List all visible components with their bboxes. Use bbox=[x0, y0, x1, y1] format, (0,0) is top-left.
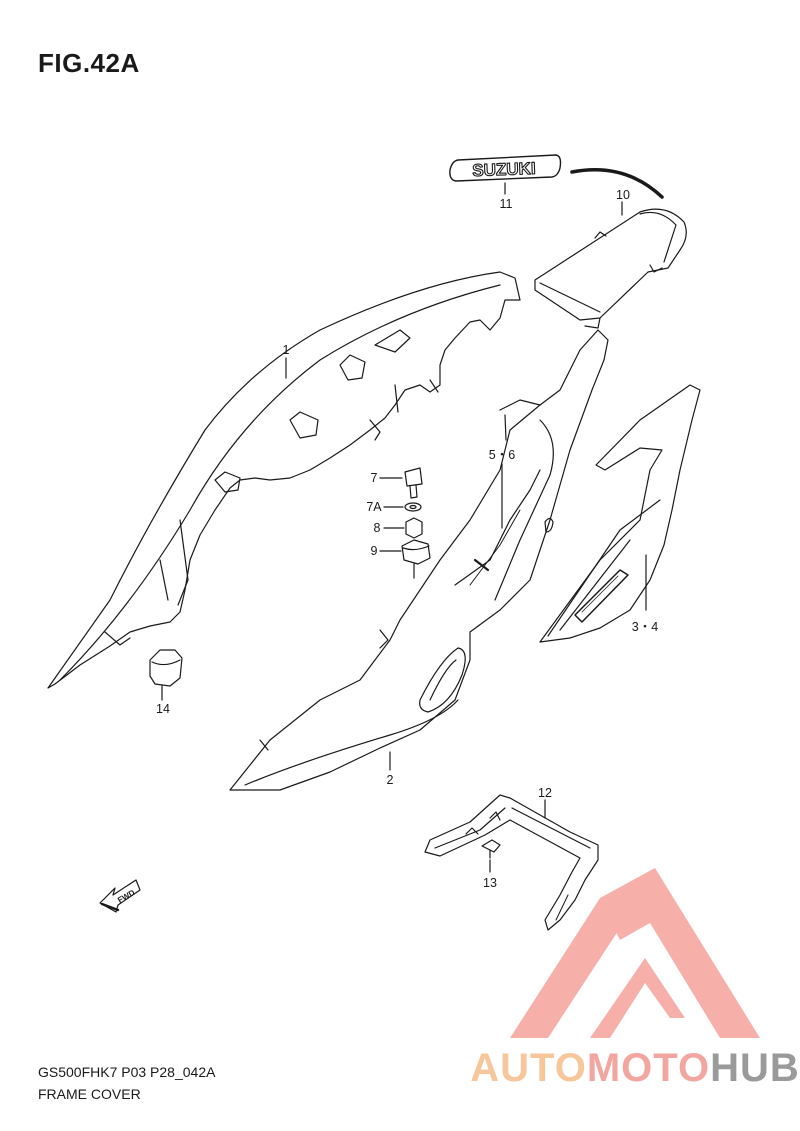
footer-figure-name: FRAME COVER bbox=[38, 1086, 141, 1102]
part-label-10: 10 bbox=[616, 188, 630, 202]
side-decal-part bbox=[539, 384, 701, 643]
part-label-11: 11 bbox=[500, 197, 513, 211]
grommet-14 bbox=[149, 649, 183, 687]
lower-bracket-part bbox=[424, 794, 599, 931]
part-label-3-4: 3・4 bbox=[632, 620, 658, 634]
part-label-1: 1 bbox=[283, 343, 290, 357]
part-label-8: 8 bbox=[374, 521, 381, 535]
part-label-14: 14 bbox=[156, 702, 170, 716]
part-label-7a: 7A bbox=[366, 500, 382, 514]
part-label-13: 13 bbox=[483, 876, 497, 890]
part-label-9: 9 bbox=[371, 544, 378, 558]
suzuki-emblem-text: SUZUKI bbox=[472, 159, 536, 180]
part-label-5-6: 5・6 bbox=[489, 448, 515, 462]
tail-curve bbox=[570, 168, 664, 199]
cushion-9 bbox=[401, 539, 431, 565]
washer-7a bbox=[404, 502, 422, 512]
suzuki-emblem: SUZUKI bbox=[449, 154, 562, 182]
figure-title: FIG.42A bbox=[38, 48, 140, 78]
part-label-2: 2 bbox=[387, 773, 394, 787]
footer-model-code: GS500FHK7 P03 P28_042A bbox=[38, 1064, 216, 1080]
fwd-arrow-icon: FWD bbox=[99, 879, 141, 913]
collar-8 bbox=[405, 517, 423, 539]
watermark-text-hub: HUB bbox=[710, 1046, 800, 1090]
watermark-text: AUTOMOTOHUB bbox=[470, 1046, 800, 1091]
watermark-text-auto: AUTO bbox=[470, 1046, 587, 1090]
bolt-7 bbox=[404, 467, 423, 499]
watermark-logo-icon bbox=[510, 868, 760, 1038]
watermark-text-moto: MOTO bbox=[586, 1046, 711, 1090]
part-label-12: 12 bbox=[538, 786, 552, 800]
frame-cover-inner-part bbox=[47, 271, 521, 689]
frame-cover-outer-part bbox=[229, 329, 609, 791]
automotohub-watermark: AUTOMOTOHUB bbox=[470, 868, 800, 1128]
rivet-13 bbox=[481, 839, 501, 859]
tail-cover-part bbox=[534, 208, 687, 329]
part-label-7: 7 bbox=[371, 471, 378, 485]
